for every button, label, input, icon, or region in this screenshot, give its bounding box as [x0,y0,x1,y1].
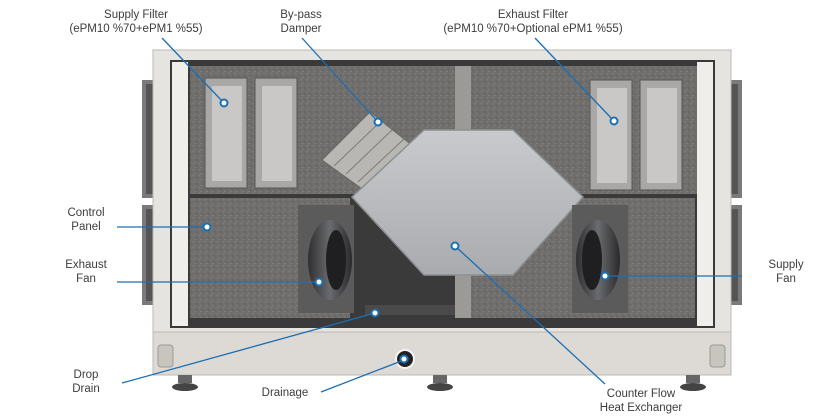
dot-exhaust-fan [314,277,324,287]
label-exhaust-filter: Exhaust Filter (ePM10 %70+Optional ePM1 … [428,8,638,36]
exhaust-filter-spec: (ePM10 %70+Optional ePM1 %55) [443,23,623,35]
dot-heat-exchanger [450,241,460,251]
leader-lines [117,37,742,393]
dot-supply-fan [600,271,610,281]
bypass-damper-line2: Damper [280,23,322,35]
leader-exhaust-filter [534,37,615,122]
bypass-damper [321,111,419,197]
label-bypass-damper: By-pass Damper [266,8,336,36]
drop-drain-tray [365,305,455,315]
exhaust-fan [298,205,354,313]
dot-exhaust-filter [609,116,619,126]
supply-fan [572,205,628,313]
label-supply-filter: Supply Filter (ePM10 %70+ePM1 %55) [62,8,210,36]
dot-supply-filter [219,98,229,108]
drop-drain-line2: Drain [72,383,100,395]
supply-filter [204,77,298,189]
marker-dots [202,98,619,364]
label-drop-drain: Drop Drain [60,368,112,396]
label-drainage: Drainage [250,386,320,400]
heat-exchanger [350,129,585,276]
supply-fan-line2: Fan [776,273,796,285]
drainage-line1: Drainage [261,387,309,399]
supply-filter-title: Supply Filter [104,9,168,21]
control-panel-line1: Control [67,207,105,219]
counter-flow-hx-line2: Heat Exchanger [599,402,683,414]
exhaust-filter-title: Exhaust Filter [497,9,569,21]
supply-filter-spec: (ePM10 %70+ePM1 %55) [69,23,203,35]
dot-drop-drain [370,308,380,318]
drop-drain-line1: Drop [73,369,99,381]
counter-flow-hx-line1: Counter Flow [606,388,676,400]
bypass-damper-line1: By-pass [280,9,322,21]
exhaust-filter [589,79,683,191]
leader-supply-filter [161,37,225,104]
unit-feet [172,375,706,391]
label-counter-flow-hx: Counter Flow Heat Exchanger [586,387,696,415]
leader-bypass-damper [301,37,379,123]
exhaust-fan-line2: Fan [76,273,96,285]
dot-control-panel [202,222,212,232]
dot-drainage [399,354,409,364]
leader-drop-drain [121,312,376,384]
leader-heat-exchanger [454,245,606,385]
supply-fan-line1: Supply [768,259,804,271]
exhaust-fan-line1: Exhaust [65,259,107,271]
dot-bypass-damper [373,117,383,127]
label-supply-fan: Supply Fan [754,258,818,286]
leader-drainage [320,359,405,393]
control-panel-line2: Panel [71,221,101,233]
label-exhaust-fan: Exhaust Fan [56,258,116,286]
label-control-panel: Control Panel [56,206,116,234]
